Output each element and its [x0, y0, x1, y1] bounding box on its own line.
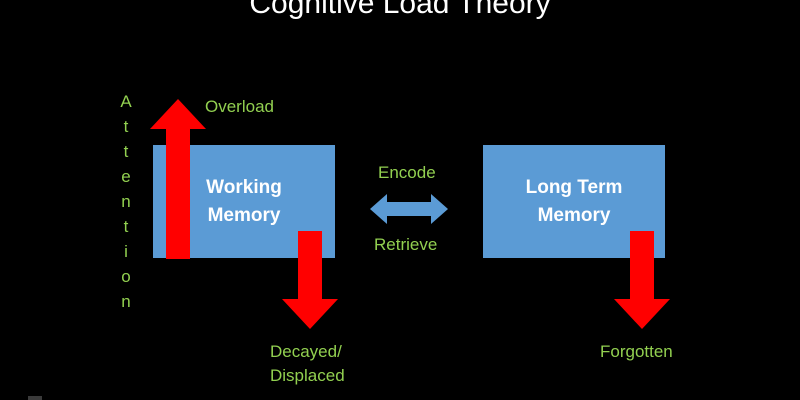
overload-label: Overload	[205, 97, 274, 116]
retrieve-label: Retrieve	[374, 235, 438, 254]
decayed-label-line2: Displaced	[270, 366, 345, 385]
slide-title: Cognitive Load Theory	[249, 0, 551, 20]
forgotten-label: Forgotten	[600, 342, 673, 361]
decayed-label-line1: Decayed/	[270, 342, 342, 361]
attention-letter: A	[120, 92, 132, 111]
working-memory-line1: Working	[206, 176, 282, 198]
attention-letter: o	[121, 267, 131, 286]
corner-decoration	[28, 396, 42, 400]
attention-letter: t	[123, 217, 129, 236]
decayed-arrow-icon	[282, 231, 338, 329]
working-memory-line2: Memory	[207, 204, 281, 226]
attention-letter: t	[123, 117, 129, 136]
attention-letter: n	[121, 292, 131, 311]
overload-arrow-icon	[150, 99, 206, 259]
attention-letter: e	[121, 167, 131, 186]
decayed-label: Decayed/ Displaced	[270, 340, 345, 388]
forgotten-arrow-icon	[614, 231, 670, 329]
long-term-memory-line2: Memory	[537, 204, 611, 226]
encode-label: Encode	[378, 163, 436, 182]
long-term-memory-line1: Long Term	[525, 176, 623, 198]
encode-retrieve-arrow-icon	[370, 194, 448, 224]
attention-letter: t	[123, 142, 129, 161]
attention-letter: n	[121, 192, 131, 211]
attention-letter: i	[124, 242, 128, 261]
